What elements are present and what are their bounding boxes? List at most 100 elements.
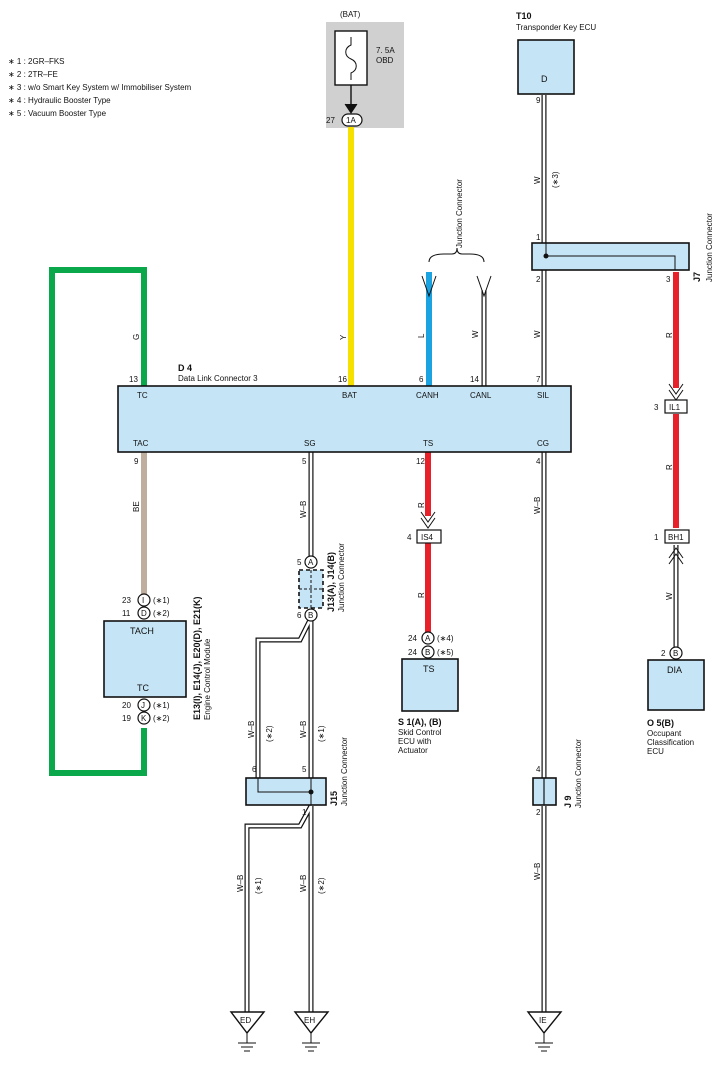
ground-eh: EH	[293, 1011, 330, 1052]
j15-pin-right: 5	[302, 765, 307, 774]
d4-term-sil: SIL	[537, 391, 550, 400]
t10-code: T10	[516, 11, 532, 21]
d4-data-link-connector: D 4 Data Link Connector 3 TC BAT CANH CA…	[117, 363, 572, 466]
arrow-down-icon	[344, 103, 358, 114]
d4-term-bat: BAT	[342, 391, 357, 400]
s1-conn-b: B	[425, 648, 430, 657]
j7-code: J7	[692, 272, 702, 282]
ecm-conn-i: I	[142, 596, 144, 605]
obd-fuse-block: (BAT) 7. 5A OBD 1A 27	[326, 10, 404, 128]
j9-code: J 9	[563, 795, 573, 808]
bh1-label: BH1	[668, 533, 684, 542]
note-5: ∗ 5 : Vacuum Booster Type	[8, 109, 107, 118]
o5-name-1: Occupant	[647, 729, 682, 738]
ecm-pin-20: 20	[122, 701, 131, 710]
fuse-icon	[345, 37, 357, 80]
d4-name: Data Link Connector 3	[178, 374, 258, 383]
d4-term-tc: TC	[137, 391, 148, 400]
fuse-source: (BAT)	[340, 10, 361, 19]
ecm-conn-k: K	[141, 714, 147, 723]
ecm-name: Engine Control Module	[203, 638, 212, 720]
ecm-terminal-tach: TACH	[130, 626, 154, 636]
il1-pin: 3	[654, 403, 659, 412]
o5-pin: 2	[661, 649, 666, 658]
wire-label-wb-ed: W–B	[236, 875, 245, 892]
wire-label-wb-ie: W–B	[533, 863, 542, 880]
wire-label-r-s1: R	[417, 592, 426, 598]
wire-label-y: Y	[339, 334, 348, 340]
ground-ed-label: ED	[240, 1016, 251, 1025]
j15-junction-connector: 6 5 1 J15 Junction Connector	[245, 737, 349, 817]
is4-label: IS4	[421, 533, 434, 542]
j13-label: Junction Connector	[337, 543, 346, 612]
d4-term-canl: CANL	[470, 391, 492, 400]
white-wire-fills	[245, 95, 678, 1012]
wire-label-r-il: R	[665, 464, 674, 470]
wire-label-l: L	[417, 333, 426, 338]
can-jc-label: Junction Connector	[455, 179, 464, 248]
wire-label-w-sil: W	[533, 330, 542, 338]
fuse-pin: 27	[326, 116, 335, 125]
d4-pin-13: 13	[129, 375, 138, 384]
o5-connector-tag	[669, 646, 683, 660]
ecm-engine-control-module: BE I 23 (∗1) D 11 (∗2) TACH TC J 20 (∗1)…	[103, 501, 212, 725]
ecm-pin-23: 23	[122, 596, 131, 605]
j15-pin-bottom: 1	[302, 808, 307, 817]
can-junction-connector: Junction Connector	[421, 179, 492, 298]
is4-tag	[416, 529, 442, 544]
s1-name-2: ECU with	[398, 737, 431, 746]
s1-skid-control-ecu: A 24 (∗4) B 24 (∗5) TS S 1(A), (B) Skid …	[398, 631, 459, 755]
ecm-pin-19: 19	[122, 714, 131, 723]
ground-ed: ED	[229, 1011, 266, 1052]
j9-junction-connector: 4 2 J 9 Junction Connector	[532, 739, 583, 817]
j9-pin-bottom: 2	[536, 808, 541, 817]
s1-pin-b: 24	[408, 648, 417, 657]
ground-icon	[229, 1011, 266, 1035]
bh1-tag	[664, 529, 690, 544]
ecm-pin-11: 11	[122, 609, 131, 618]
ecm-note-2: (∗2)	[153, 609, 170, 618]
t10-name: Transponder Key ECU	[516, 23, 596, 32]
ground-ie-label: IE	[539, 1016, 547, 1025]
d4-pin-7: 7	[536, 375, 541, 384]
note-3: ∗ 3 : w/o Smart Key System w/ Immobilise…	[8, 83, 192, 92]
d4-term-ts: TS	[423, 439, 433, 448]
wire-label-wb-j15-right: W–B	[299, 721, 308, 738]
wire-label-w-canl: W	[471, 330, 480, 338]
ecm-note-4: (∗2)	[153, 714, 170, 723]
d4-term-sg: SG	[304, 439, 316, 448]
fuse-rating: 7. 5A	[376, 46, 395, 55]
can-brace	[428, 247, 485, 263]
wire-note-j15-right: (∗1)	[317, 725, 326, 742]
ecm-note-1: (∗1)	[153, 596, 170, 605]
wire-label-be: BE	[132, 501, 141, 512]
wire-note-j15-left: (∗2)	[265, 725, 274, 742]
s1-name-3: Actuator	[398, 746, 428, 755]
d4-pin-16: 16	[338, 375, 347, 384]
wire-label-wb-cg: W–B	[533, 497, 542, 514]
t10-transponder-ecu: T10 Transponder Key ECU D 9	[516, 11, 596, 105]
is4-connector: IS4 4	[407, 511, 442, 544]
wire-note-t10: (∗3)	[551, 171, 560, 188]
s1-terminal: TS	[423, 664, 435, 674]
t10-terminal: D	[541, 74, 548, 84]
j13-j14-junction-connector: A 5 B 6 J13(A), J14(B) Junction Connecto…	[297, 543, 346, 622]
o5-occupant-ecu: B 2 DIA O 5(B) Occupant Classification E…	[647, 646, 705, 756]
note-4: ∗ 4 : Hydraulic Booster Type	[8, 96, 111, 105]
ecm-note-3: (∗1)	[153, 701, 170, 710]
o5-name-2: Classification	[647, 738, 694, 747]
j13-conn-a: A	[308, 558, 314, 567]
ecm-conn-j: J	[141, 701, 145, 710]
note-2: ∗ 2 : 2TR–FE	[8, 70, 58, 79]
ground-ie: IE	[526, 1011, 563, 1052]
j9-label: Junction Connector	[574, 739, 583, 808]
s1-note-a: (∗4)	[437, 634, 454, 643]
bh1-pin: 1	[654, 533, 659, 542]
ecm-conn-d: D	[141, 609, 147, 618]
d4-term-tac: TAC	[133, 439, 149, 448]
o5-code: O 5(B)	[647, 718, 674, 728]
s1-conn-a: A	[425, 634, 431, 643]
j7-pin-right: 3	[666, 275, 671, 284]
j7-pin-left: 2	[536, 275, 541, 284]
